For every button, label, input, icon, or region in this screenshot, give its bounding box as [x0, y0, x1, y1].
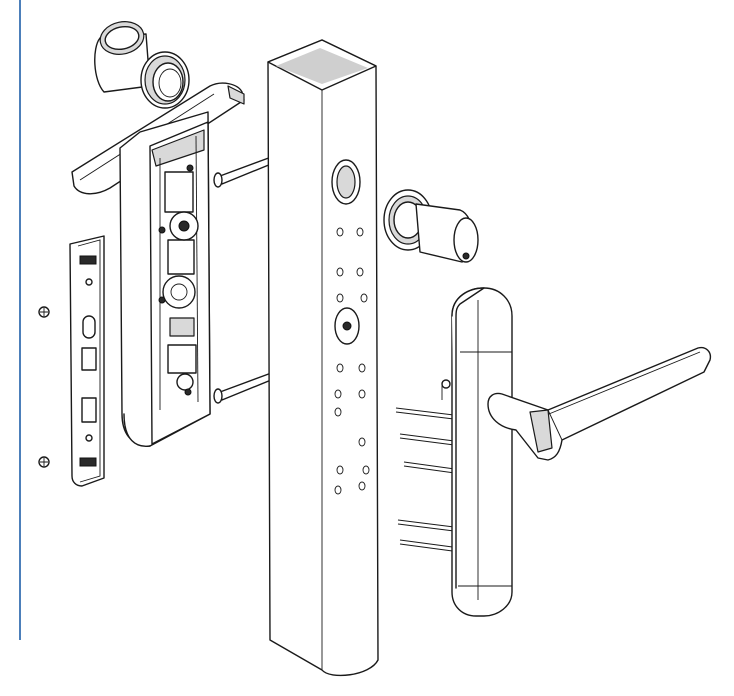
face-plate	[69, 235, 105, 487]
mounting-screw	[213, 155, 277, 404]
cylinder-rear	[94, 21, 190, 109]
cylinder-front	[383, 189, 479, 263]
escutcheon-outer	[451, 287, 513, 617]
escutcheon-inner	[119, 111, 211, 447]
door-stile-profile	[267, 39, 379, 677]
face-plate-screw	[38, 306, 50, 468]
lever-handle-right	[487, 346, 712, 461]
